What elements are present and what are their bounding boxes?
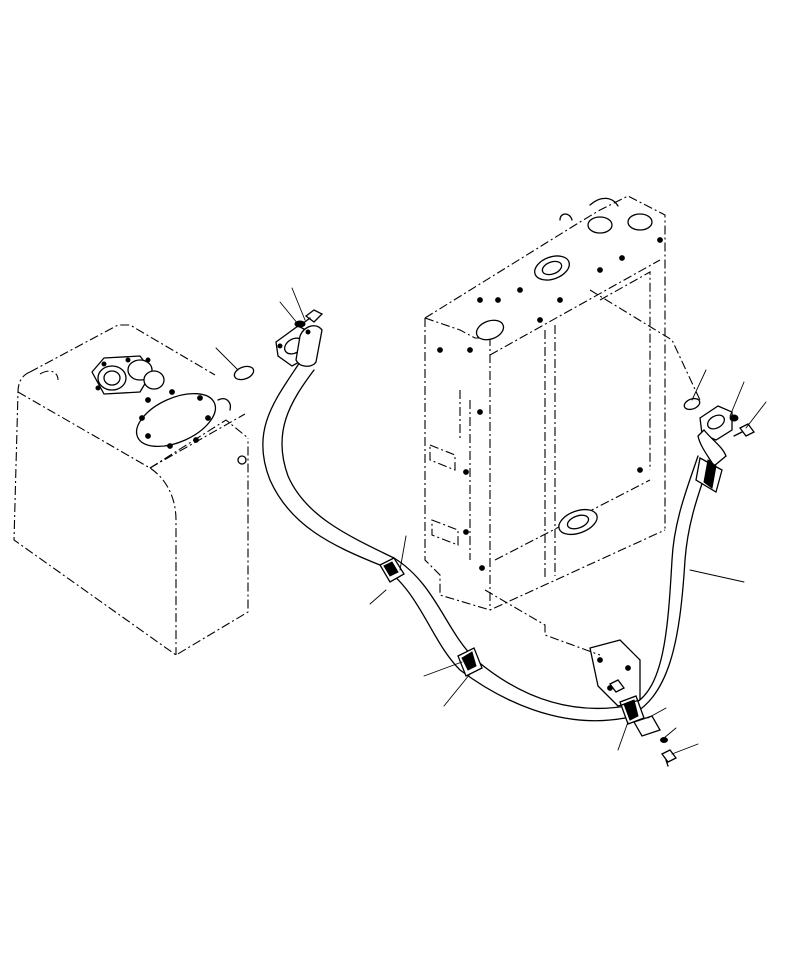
bolt-bracket-upper xyxy=(609,679,625,693)
bolt-left xyxy=(301,309,324,325)
hose-assembly xyxy=(262,361,711,722)
oil-cooler-assembly xyxy=(424,195,666,611)
clamp-bracket xyxy=(589,639,661,737)
cooler-top-fitting xyxy=(475,197,653,341)
flange-elbow-right xyxy=(695,405,733,493)
cooler-bottom-fitting xyxy=(558,508,598,536)
bolt-bracket-lower xyxy=(661,749,677,767)
reference-line-lower xyxy=(484,589,601,656)
washer-left xyxy=(294,320,306,328)
tank-top-plate xyxy=(135,389,217,449)
bolt-right xyxy=(733,423,755,437)
o-ring-left xyxy=(233,365,255,381)
leader-lines xyxy=(215,287,767,755)
tank-filler-cap xyxy=(91,355,165,395)
washer-right xyxy=(729,414,739,422)
reference-line-upper xyxy=(589,289,701,401)
flange-elbow-left xyxy=(275,325,323,367)
hydraulic-tank xyxy=(13,324,249,656)
clamp-middle xyxy=(457,647,483,677)
o-ring-right xyxy=(683,397,701,411)
clamp-upper xyxy=(379,557,405,583)
